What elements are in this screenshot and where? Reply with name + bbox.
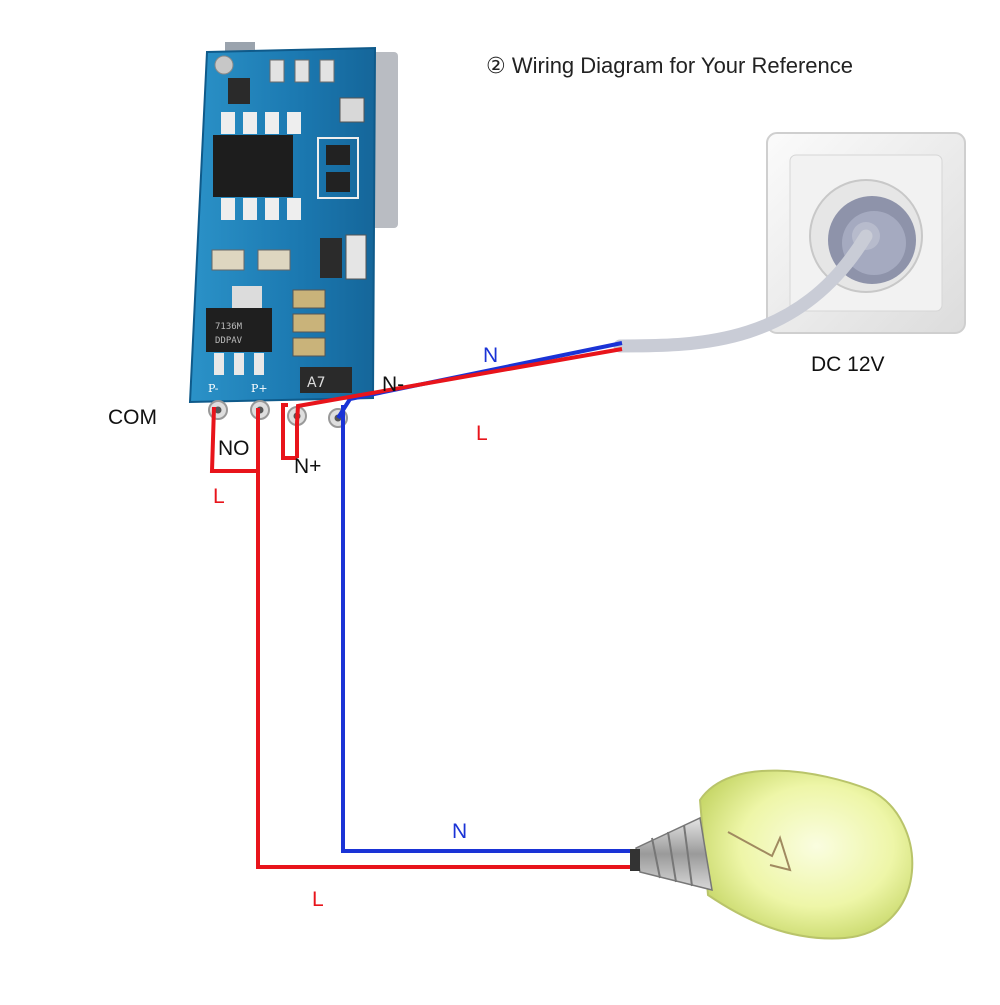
light-bulb-icon [630,769,914,940]
wire-lamp-n [341,405,640,853]
terminal-label-n-plus: N+ [294,455,322,478]
wire-label-supply-l: L [476,422,488,445]
pcb-screw-hole [214,55,234,75]
regulator-pin [254,353,264,375]
regulator-pin [234,353,244,375]
capacitor-component [292,313,326,333]
pin-label-v: V [312,416,321,427]
diode-component [300,367,352,393]
smd-component [326,145,350,165]
resistor-component [257,249,291,271]
ic-marking-line1: 7136M [215,322,243,332]
pin-label-p-minus: P- [208,382,219,395]
wire-supply-l [295,347,623,458]
bulb-contact [630,849,640,871]
led-component [269,59,285,83]
terminal-label-n-minus: N- [382,373,405,396]
pcb-antenna-tab [225,42,255,52]
diagram-title: ② Wiring Diagram for Your Reference [486,53,853,78]
bulb-thread [667,831,677,883]
wires [209,229,873,869]
capacitor-component [292,289,326,309]
ic-chip [213,112,301,220]
wire-supply-n [336,341,623,420]
led-component [294,59,310,83]
smd-component [339,97,365,123]
terminal-label-com: COM [108,406,157,429]
bulb-screw-cap [635,816,713,892]
resistor-component [211,249,245,271]
ic-marking-line2: DDPAV [215,336,243,346]
regulator-pin [214,353,224,375]
bulb-glass [698,769,914,940]
pcb-silkscreen [317,137,359,199]
regulator-body [206,308,272,352]
wire-label-lamp-n: N [452,820,468,843]
wire-label-lamp-l: L [312,888,324,911]
led-component [319,59,335,83]
regulator-tab [232,286,262,308]
wire-label-supply-n: N [483,344,499,367]
relay-module-board: 7136M DDPAV A7 P- P+ V G [188,42,398,431]
smd-component [228,78,250,104]
terminal-label-no: NO [218,437,250,460]
wire-lamp-l [256,408,640,869]
power-source-label: DC 12V [811,353,885,376]
diode-marking: A7 [307,375,325,391]
pin-label-p-plus: P+ [251,382,268,395]
pad-hole [214,406,222,414]
power-cable [613,229,873,353]
wire-label-switch-l: L [213,485,225,508]
wire-com-loop [209,406,258,473]
smd-component [320,238,342,278]
smd-component [326,172,350,192]
bulb-thread [683,824,693,887]
bulb-filament [727,831,792,872]
pin-label-g: G [351,420,359,431]
capacitor-component [292,337,326,357]
smd-component [345,234,367,280]
bulb-thread [651,837,661,879]
wire-jumper [281,403,297,460]
